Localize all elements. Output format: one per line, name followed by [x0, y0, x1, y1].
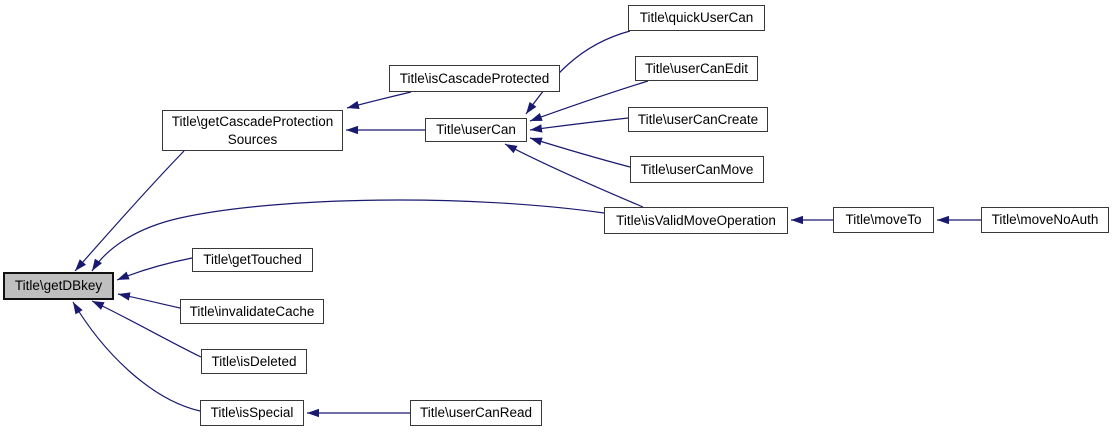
node-isValidMoveOperation[interactable]: Title\isValidMoveOperation [604, 207, 788, 234]
edge-getCascadeProtectionSources-to-getDBkey [74, 150, 185, 272]
node-label: Title\isCascadeProtected [399, 70, 550, 86]
node-getTouched[interactable]: Title\getTouched [192, 248, 313, 272]
node-label: Title\userCanRead [419, 405, 533, 421]
node-quickUserCan[interactable]: Title\quickUserCan [628, 5, 765, 31]
node-label: Title\getCascadeProtection [171, 113, 334, 129]
node-label: Title\userCanCreate [637, 111, 759, 127]
edge-invalidateCache-to-getDBkey [117, 292, 181, 309]
node-userCanCreate[interactable]: Title\userCanCreate [628, 107, 768, 132]
node-label: Title\isValidMoveOperation [616, 212, 776, 228]
node-isCascadeProtected[interactable]: Title\isCascadeProtected [389, 65, 560, 92]
node-userCanEdit[interactable]: Title\userCanEdit [635, 56, 758, 81]
node-label: Title\userCanEdit [644, 60, 749, 76]
node-label: Sources [227, 131, 278, 147]
node-label: Title\getTouched [203, 252, 302, 268]
node-label: Title\moveTo [845, 212, 922, 228]
node-label: Title\userCan [436, 122, 516, 138]
edge-getTouched-to-getDBkey [116, 257, 193, 281]
node-label: Title\userCanMove [640, 161, 754, 177]
node-invalidateCache[interactable]: Title\invalidateCache [180, 299, 324, 324]
node-label: Title\isDeleted [211, 353, 297, 369]
edge-userCanMove-to-userCan [529, 137, 631, 168]
node-isSpecial[interactable]: Title\isSpecial [200, 400, 304, 426]
node-label: Title\quickUserCan [639, 10, 754, 26]
node-label: Title\invalidateCache [189, 303, 315, 319]
node-label: Title\getDBkey [14, 278, 103, 294]
node-label: Title\moveNoAuth [991, 212, 1099, 228]
edge-isValidMoveOperation-to-userCan [504, 143, 644, 208]
node-userCan[interactable]: Title\userCan [425, 118, 527, 142]
node-userCanMove[interactable]: Title\userCanMove [630, 156, 764, 183]
edge-isValidMoveOperation-to-getDBkey [91, 199, 605, 272]
edge-userCanCreate-to-userCan [529, 117, 629, 133]
node-moveNoAuth[interactable]: Title\moveNoAuth [981, 207, 1109, 233]
edge-isCascadeProtected-to-getCascadeProtectionSources [346, 91, 412, 110]
node-isDeleted[interactable]: Title\isDeleted [201, 349, 307, 374]
node-moveTo[interactable]: Title\moveTo [833, 207, 934, 233]
node-getDBkey[interactable]: Title\getDBkey [3, 272, 114, 300]
node-userCanRead[interactable]: Title\userCanRead [410, 400, 542, 426]
node-label: Title\isSpecial [210, 405, 294, 421]
